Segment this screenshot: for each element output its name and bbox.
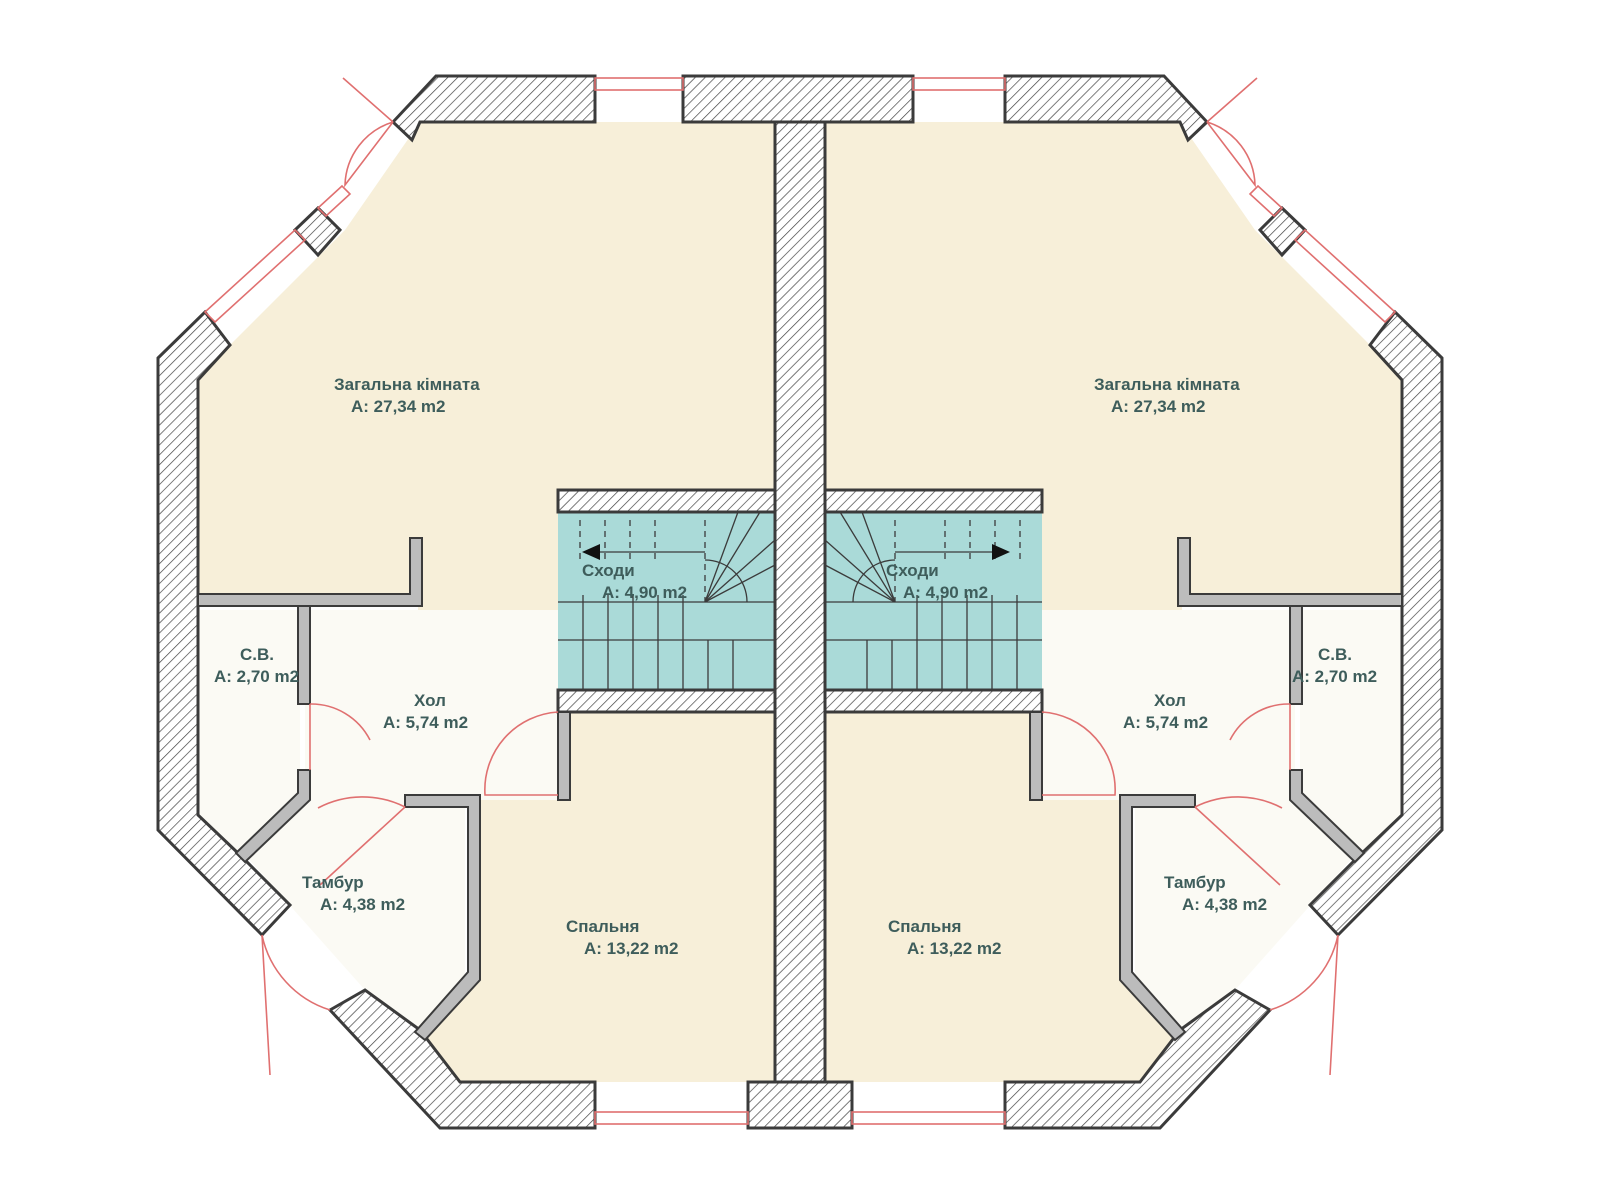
stairs-left-name: Сходи [582,561,635,580]
wc-left-wall-upper [297,605,311,705]
door-bedroom-right [1041,711,1116,796]
door-top-right [1206,77,1258,188]
room-floors [198,122,1402,1082]
living-room-right-floor [825,122,1402,610]
wall-left [156,309,293,938]
door-wc-left [309,703,371,770]
window-right-small [1248,184,1284,218]
stair-left-bottom-wall [556,688,777,714]
window-top-left [594,77,684,91]
vestibule-right-area: A: 4,38 m2 [1182,895,1267,914]
room-labels: Загальна кімната A: 27,34 m2 Загальна кі… [214,375,1377,958]
living-right-area: A: 27,34 m2 [1111,397,1206,416]
bedroom-right-name: Спальня [888,917,961,936]
stairs-right-area: A: 4,90 m2 [903,583,988,602]
stair-right-top-wall [823,488,1044,514]
hall-right-floor [1042,610,1295,800]
stair-treads-left [558,511,776,690]
bedroom-right-jamb [1029,711,1043,801]
doors [261,77,1339,1076]
living-right-name: Загальна кімната [1094,375,1240,394]
bedroom-left-floor [420,712,775,1082]
hall-left-floor [305,610,558,800]
bedroom-left-name: Спальня [566,917,639,936]
living-left-partition [197,537,423,607]
stair-right-bottom-wall [823,688,1044,714]
door-wc-right [1229,703,1291,770]
vestibule-right-wall [1119,794,1196,1042]
living-room-left-floor [198,122,775,610]
bedroom-right-floor [825,712,1180,1082]
door-bottom-left [261,934,331,1076]
wc-left-area: A: 2,70 m2 [214,667,299,686]
wc-right-name: С.В. [1318,645,1352,664]
wall-left-pier [292,205,343,258]
bedroom-left-jamb [557,711,571,801]
hall-left-name: Хол [414,691,446,710]
door-bottom-right [1269,934,1339,1076]
living-left-name: Загальна кімната [334,375,480,394]
bedroom-right-area: A: 13,22 m2 [907,939,1002,958]
stair-treads-right [824,511,1042,690]
door-vestibule-left [317,796,406,886]
wc-right-floor [1300,610,1402,855]
hall-left-area: A: 5,74 m2 [383,713,468,732]
vestibule-left-floor [245,795,465,1030]
window-top-right [912,77,1006,91]
vestibule-right-name: Тамбур [1164,873,1226,892]
vestibule-left-wall [404,794,481,1042]
stairs-right-arrow [992,544,1010,560]
wall-bottom-right [1003,988,1273,1130]
living-right-partition [1177,537,1403,607]
window-bottom-left [594,1111,749,1125]
wall-bottom-left [327,988,597,1130]
hall-right-name: Хол [1154,691,1186,710]
wc-left-floor [198,610,300,855]
wc-right-wall-upper [1289,605,1303,705]
door-bedroom-left [484,711,559,796]
stairs-left-arrow [582,544,600,560]
window-bottom-right [851,1111,1006,1125]
outer-walls [156,74,1444,1130]
vestibule-left-name: Тамбур [302,873,364,892]
wall-right-pier [1257,205,1308,258]
wall-right [1307,309,1444,938]
hall-right-area: A: 5,74 m2 [1123,713,1208,732]
stairs-left-area: A: 4,90 m2 [602,583,687,602]
stairs-right-name: Сходи [886,561,939,580]
party-wall [773,120,827,1084]
wc-right-area: A: 2,70 m2 [1292,667,1377,686]
window-right-diagonal [1293,228,1397,324]
inner-walls [197,120,1403,1084]
windows [203,77,1397,1125]
living-left-area: A: 27,34 m2 [351,397,446,416]
door-vestibule-right [1194,796,1283,886]
window-left-small [316,184,352,218]
stairs-right-floor [825,512,1042,690]
bedroom-left-area: A: 13,22 m2 [584,939,679,958]
stairs-left-floor [558,512,775,690]
wc-left-name: С.В. [240,645,274,664]
window-left-diagonal [203,228,307,324]
vestibule-right-floor [1135,795,1355,1030]
vestibule-left-area: A: 4,38 m2 [320,895,405,914]
stair-left-top-wall [556,488,777,514]
door-top-left [342,77,394,188]
